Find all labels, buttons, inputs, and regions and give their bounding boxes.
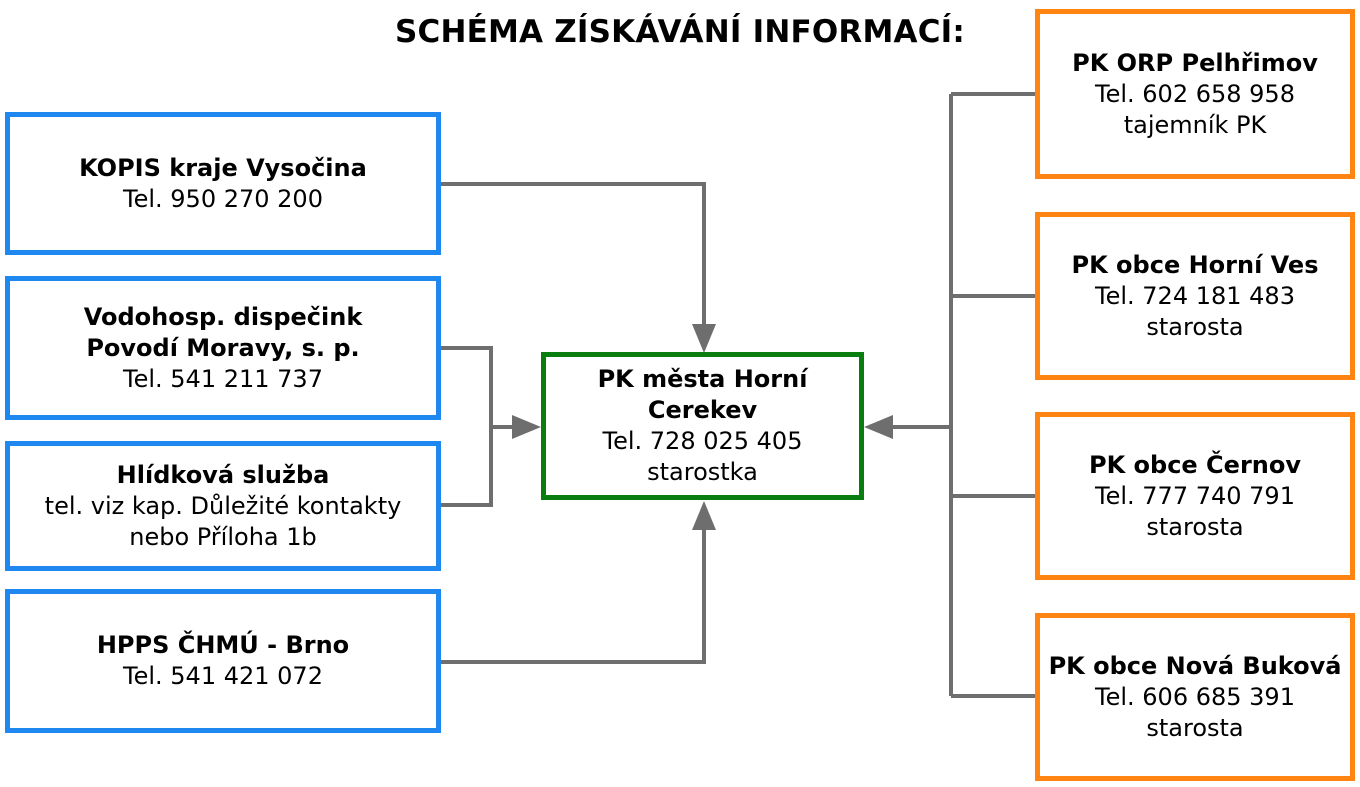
arrowhead-top <box>692 324 716 353</box>
node-horni-ves: PK obce Horní Ves Tel. 724 181 483 staro… <box>1035 212 1355 380</box>
node-vodohosp-name-1: Vodohosp. dispečink <box>83 302 363 331</box>
node-kopis: KOPIS kraje Vysočina Tel. 950 270 200 <box>5 112 441 255</box>
node-kopis-name: KOPIS kraje Vysočina <box>79 153 367 182</box>
node-cernov: PK obce Černov Tel. 777 740 791 starosta <box>1035 412 1355 580</box>
node-orp-name: PK ORP Pelhřimov <box>1072 48 1318 77</box>
node-vodohosp-name-2: Povodí Moravy, s. p. <box>86 333 360 362</box>
node-cernov-name: PK obce Černov <box>1088 450 1301 479</box>
node-hlidkova-line-2: tel. viz kap. Důležité kontakty <box>44 491 402 520</box>
arrowhead-bottom <box>692 501 716 530</box>
node-hlidkova: Hlídková služba tel. viz kap. Důležité k… <box>5 441 441 571</box>
diagram-title: SCHÉMA ZÍSKÁVÁNÍ INFORMACÍ: <box>394 14 966 50</box>
node-center-name: PK města Horní Cerekev <box>597 365 808 424</box>
node-nova-bukova: PK obce Nová Buková Tel. 606 685 391 sta… <box>1035 613 1355 781</box>
node-hpps: HPPS ČHMÚ - Brno Tel. 541 421 072 <box>5 589 441 733</box>
node-nova-bukova-role: starosta <box>1146 713 1244 742</box>
arrowhead-right <box>864 415 893 439</box>
node-hpps-phone: Tel. 541 421 072 <box>123 662 323 690</box>
node-horni-ves-phone: Tel. 724 181 483 <box>1095 281 1295 310</box>
connector-vodohosp <box>441 346 493 507</box>
node-horni-ves-role: starosta <box>1146 312 1244 341</box>
node-kopis-phone: Tel. 950 270 200 <box>123 184 323 213</box>
arrowhead-left <box>512 415 541 439</box>
node-cernov-phone: Tel. 777 740 791 <box>1095 481 1295 510</box>
node-center-phone: Tel. 728 025 405 <box>602 427 803 455</box>
node-vodohosp-phone: Tel. 541 211 737 <box>123 364 323 393</box>
node-nova-bukova-phone: Tel. 606 685 391 <box>1095 682 1295 711</box>
node-horni-ves-name: PK obce Horní Ves <box>1071 250 1319 279</box>
node-orp-role: tajemník PK <box>1123 110 1267 139</box>
node-cernov-role: starosta <box>1146 512 1244 541</box>
node-nova-bukova-name: PK obce Nová Buková <box>1048 651 1342 680</box>
node-vodohosp: Vodohosp. dispečink Povodí Moravy, s. p.… <box>5 276 441 420</box>
node-center: PK města Horní Cerekev Tel. 728 025 405 … <box>541 352 864 500</box>
node-hpps-name: HPPS ČHMÚ - Brno <box>96 631 350 659</box>
node-orp-pelhrimov: PK ORP Pelhřimov Tel. 602 658 958 tajemn… <box>1035 9 1355 179</box>
connector-kopis <box>441 182 706 330</box>
connector-hpps <box>441 524 706 664</box>
node-center-role: starostka <box>647 458 758 486</box>
node-orp-phone: Tel. 602 658 958 <box>1095 79 1295 108</box>
node-hlidkova-line-3: nebo Příloha 1b <box>129 522 317 551</box>
node-hlidkova-name: Hlídková služba <box>116 460 330 489</box>
